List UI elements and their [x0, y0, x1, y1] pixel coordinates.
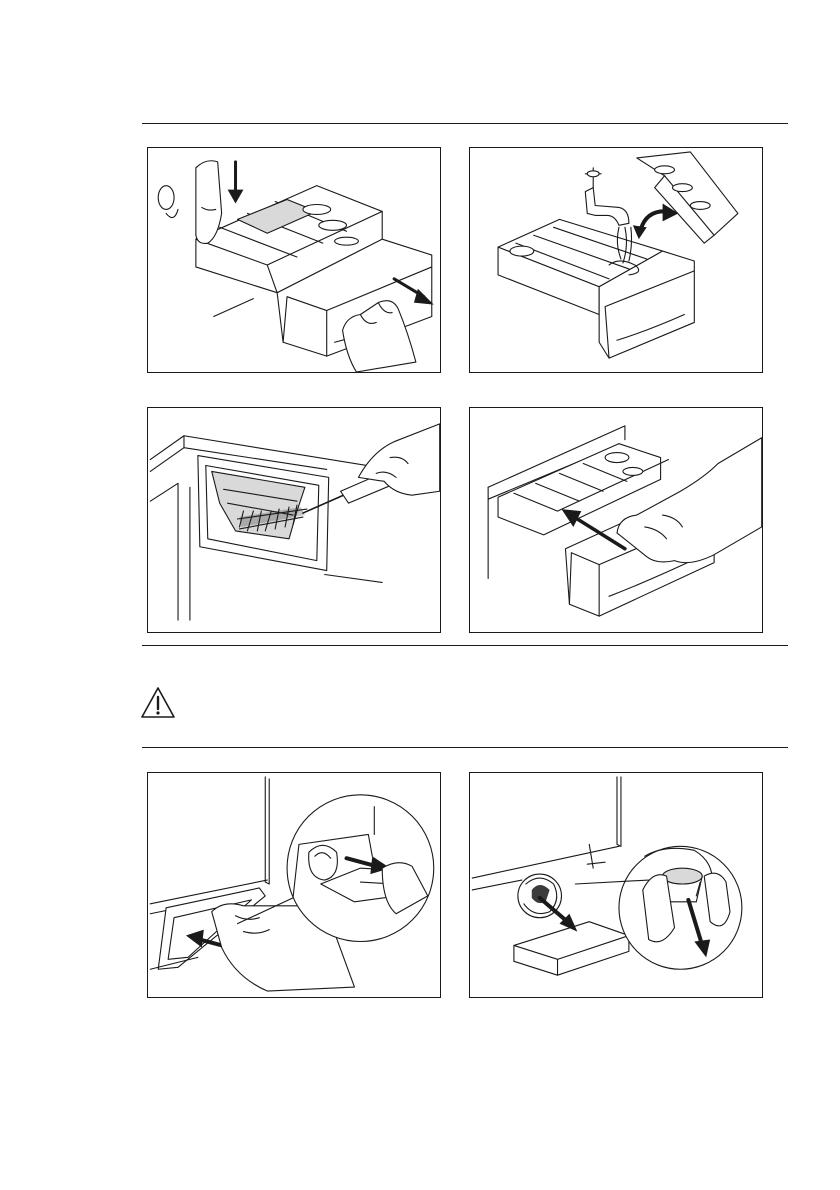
figure-5-illustration [148, 773, 440, 997]
figure-push-drawer-back [469, 407, 763, 633]
figure-rinse-dispenser [469, 147, 763, 373]
figure-open-filter-door [147, 772, 441, 998]
figure-unscrew-drain-filter [469, 772, 763, 998]
figure-2-illustration [470, 148, 762, 372]
middle-divider-top [142, 645, 788, 646]
figure-1-illustration [148, 148, 440, 372]
top-divider [142, 123, 788, 124]
figure-4-illustration [470, 408, 762, 632]
figure-brush-recess [147, 407, 441, 633]
warning-triangle-icon [140, 686, 176, 720]
figure-press-release-pull-drawer [147, 147, 441, 373]
figure-6-illustration [470, 773, 762, 997]
middle-divider-bottom [142, 747, 788, 748]
figure-3-illustration [148, 408, 440, 632]
